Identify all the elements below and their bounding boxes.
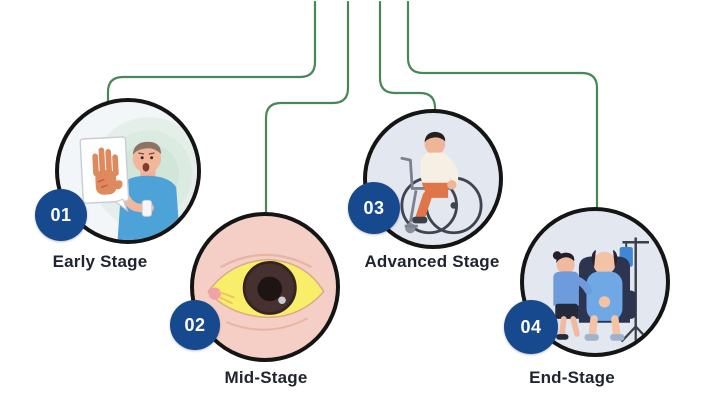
stage-4-label: End-Stage	[529, 368, 615, 387]
stage-1-label: Early Stage	[52, 252, 148, 271]
jaundiced-eye-illustration	[207, 253, 325, 331]
man-with-itchy-skin-illustration	[79, 117, 197, 240]
stage-2-label: Mid-Stage	[224, 368, 308, 387]
stage-1-circle	[55, 98, 201, 244]
stage-2-number: 02	[184, 314, 206, 335]
connector-to-stage-3	[378, 0, 437, 114]
stage-2-number-badge: 02	[170, 300, 220, 350]
person-in-wheelchair-illustration	[400, 131, 483, 235]
stage-4-number: 04	[520, 316, 542, 337]
stage-3-circle	[363, 109, 503, 249]
patient-on-iv-drip-illustration	[552, 237, 651, 344]
stage-1-number: 01	[50, 204, 72, 225]
stage-3-label: Advanced Stage	[364, 252, 500, 271]
stage-3-number: 03	[363, 197, 385, 218]
connector-to-stage-2	[264, 0, 350, 216]
connector-to-stage-4	[406, 0, 599, 212]
connector-to-stage-1	[106, 0, 317, 104]
stage-1-number-badge: 01	[35, 189, 87, 241]
stage-3-number-badge: 03	[348, 182, 400, 234]
stage-4-number-badge: 04	[504, 300, 558, 354]
